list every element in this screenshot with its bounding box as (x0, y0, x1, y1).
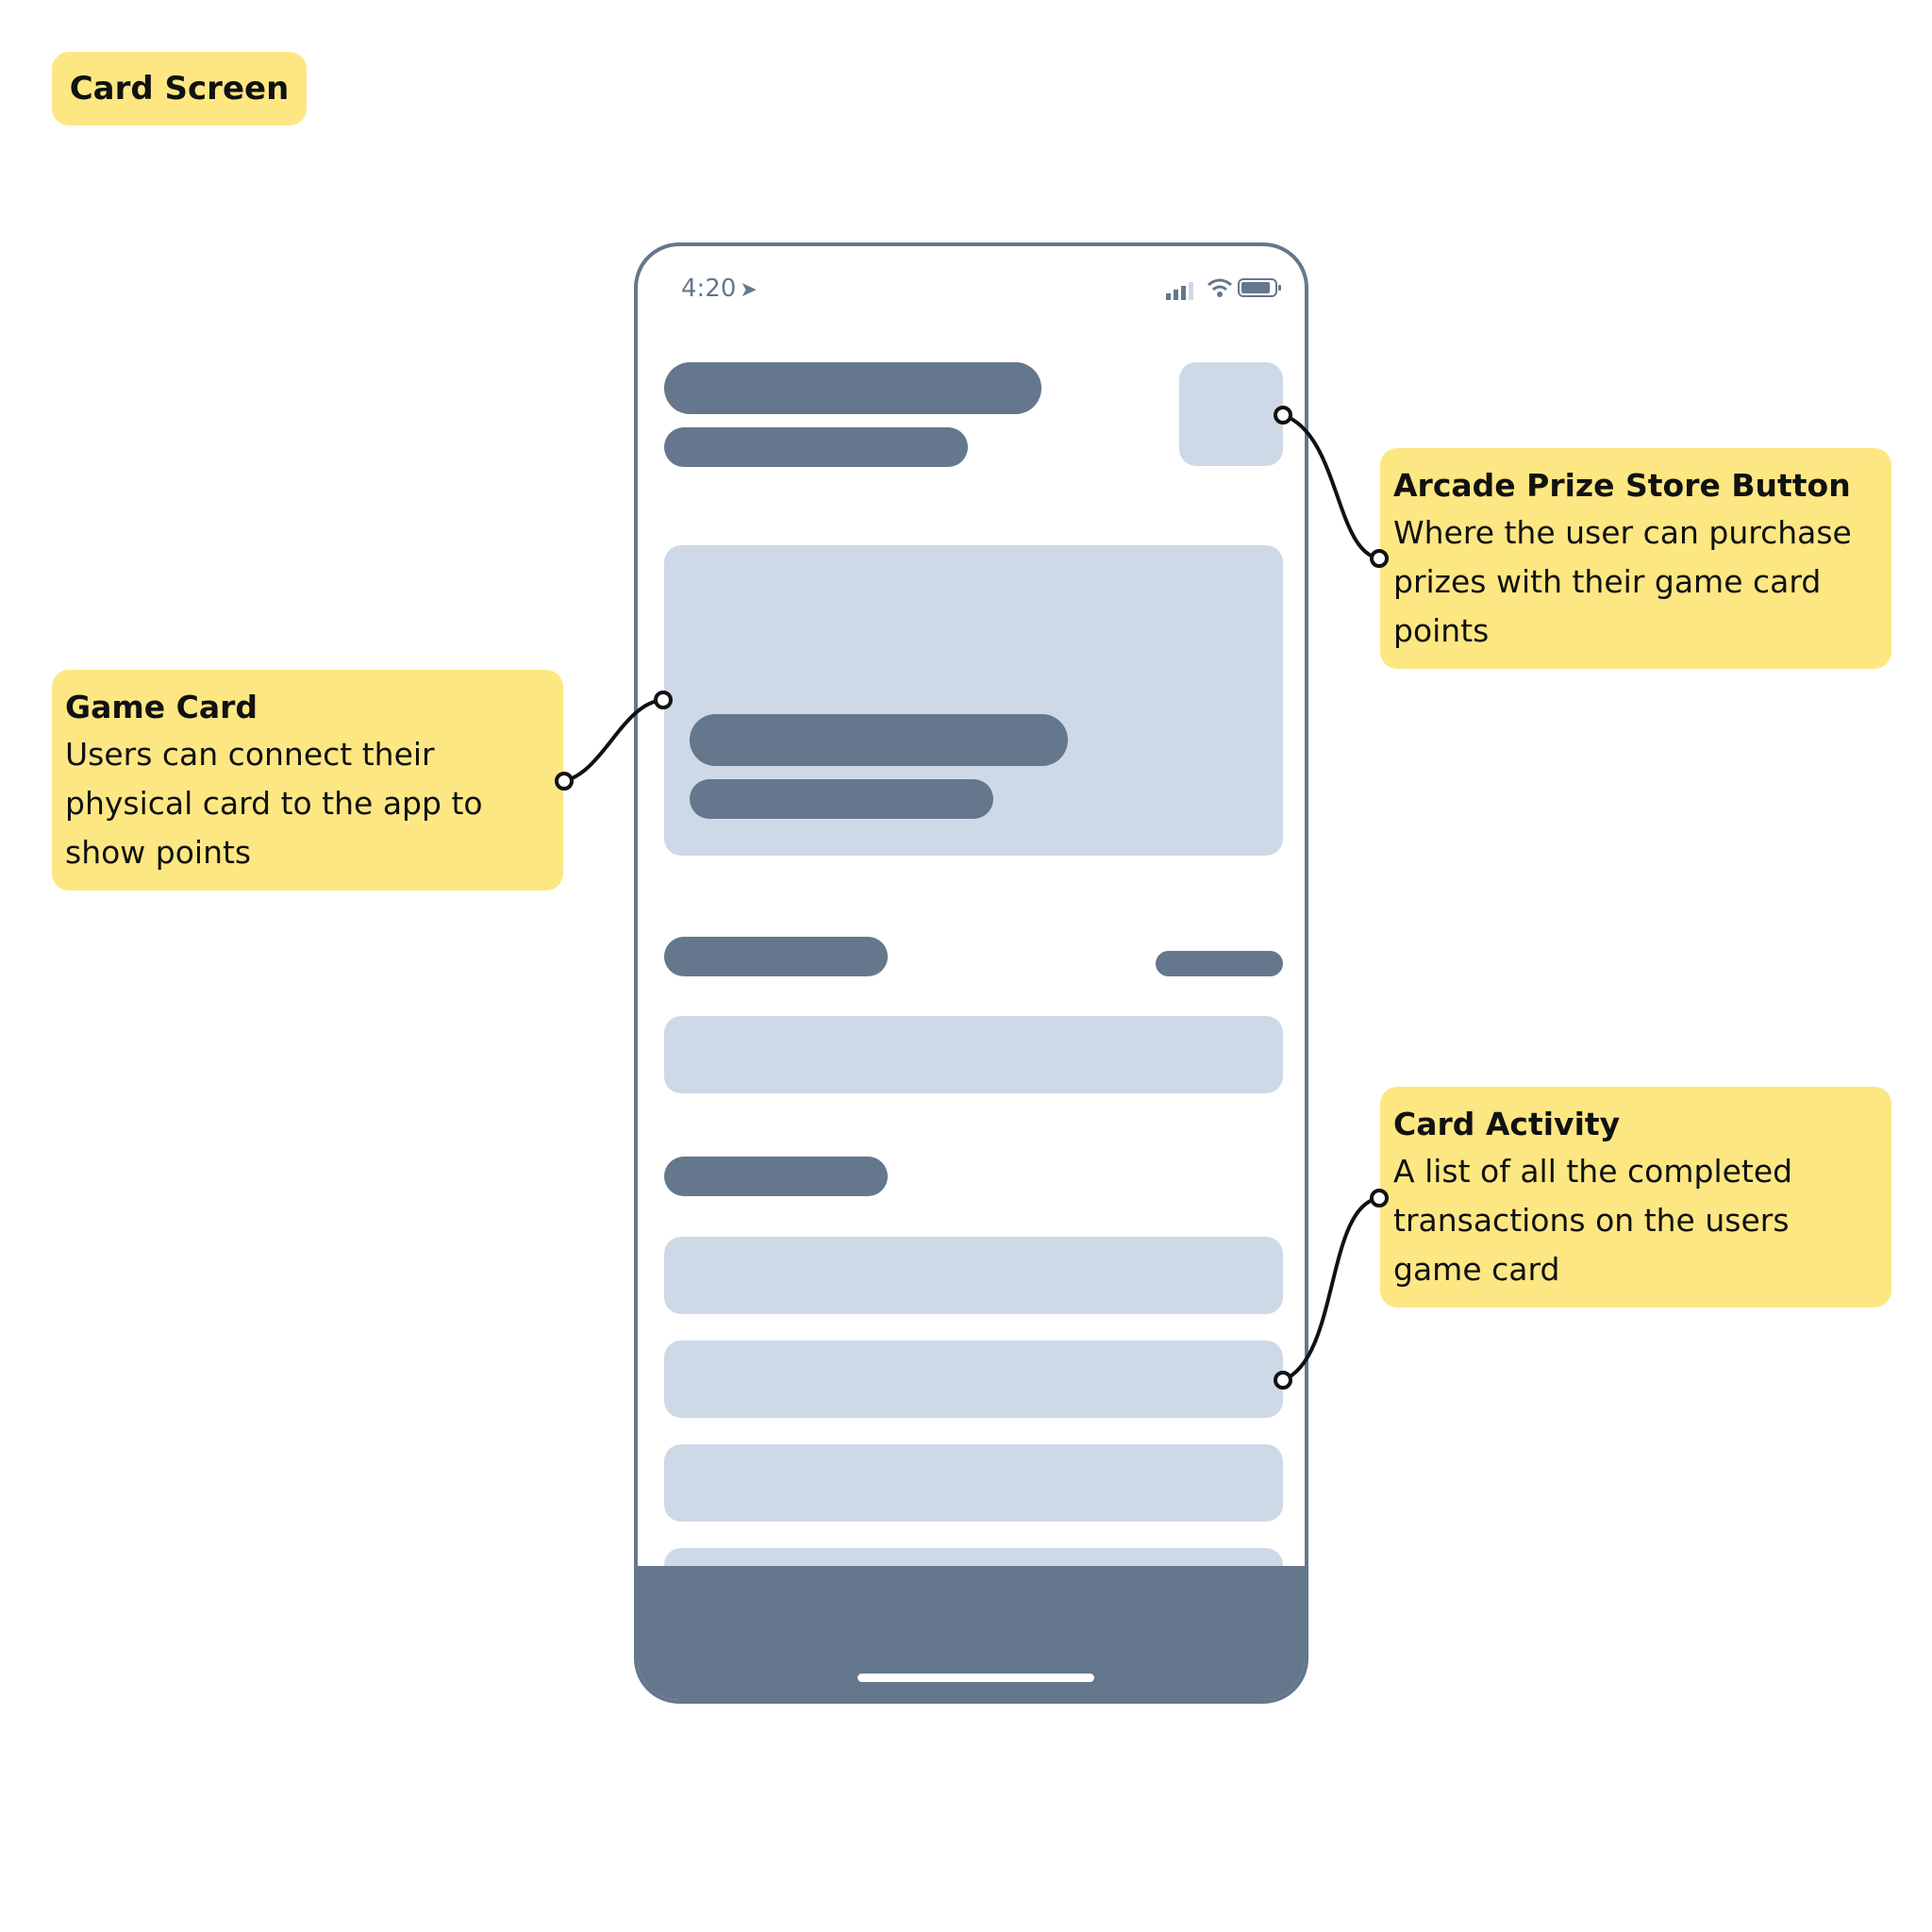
arcade-prize-store-button[interactable] (1179, 362, 1283, 466)
header-subtitle-placeholder (664, 427, 968, 467)
card-activity-row[interactable] (664, 1444, 1283, 1522)
section-heading-placeholder (664, 937, 888, 976)
location-arrow-icon: ➤ (740, 278, 758, 302)
game-card-title-placeholder (690, 714, 1068, 766)
phone-frame: 4:20➤ (634, 242, 1308, 1704)
note-title: Arcade Prize Store Button (1393, 467, 1851, 504)
note-card-activity: Card Activity A list of all the complete… (1380, 1087, 1891, 1307)
diagram-title: Card Screen (52, 52, 307, 125)
bottom-nav-bar (638, 1566, 1305, 1700)
summary-row[interactable] (664, 1016, 1283, 1093)
note-description: Users can connect their physical card to… (65, 736, 483, 871)
note-arcade-prize-store: Arcade Prize Store Button Where the user… (1380, 448, 1891, 669)
card-activity-row[interactable] (664, 1237, 1283, 1314)
note-game-card: Game Card Users can connect their physic… (52, 670, 563, 891)
card-activity-row[interactable] (664, 1341, 1283, 1418)
note-title: Game Card (65, 689, 258, 725)
card-activity-heading-placeholder (664, 1157, 888, 1196)
status-bar-time: 4:20➤ (681, 275, 758, 303)
signal-icon (1166, 282, 1193, 300)
note-description: Where the user can purchase prizes with … (1393, 514, 1852, 649)
note-description: A list of all the completed transactions… (1393, 1153, 1793, 1288)
game-card[interactable] (664, 545, 1283, 856)
note-title: Card Activity (1393, 1106, 1621, 1142)
status-time-text: 4:20 (681, 275, 737, 303)
wifi-icon (1208, 278, 1232, 297)
battery-icon (1238, 278, 1281, 297)
header-title-placeholder (664, 362, 1041, 414)
home-indicator[interactable] (858, 1674, 1094, 1682)
section-link-placeholder[interactable] (1156, 951, 1283, 976)
game-card-subtitle-placeholder (690, 779, 993, 819)
